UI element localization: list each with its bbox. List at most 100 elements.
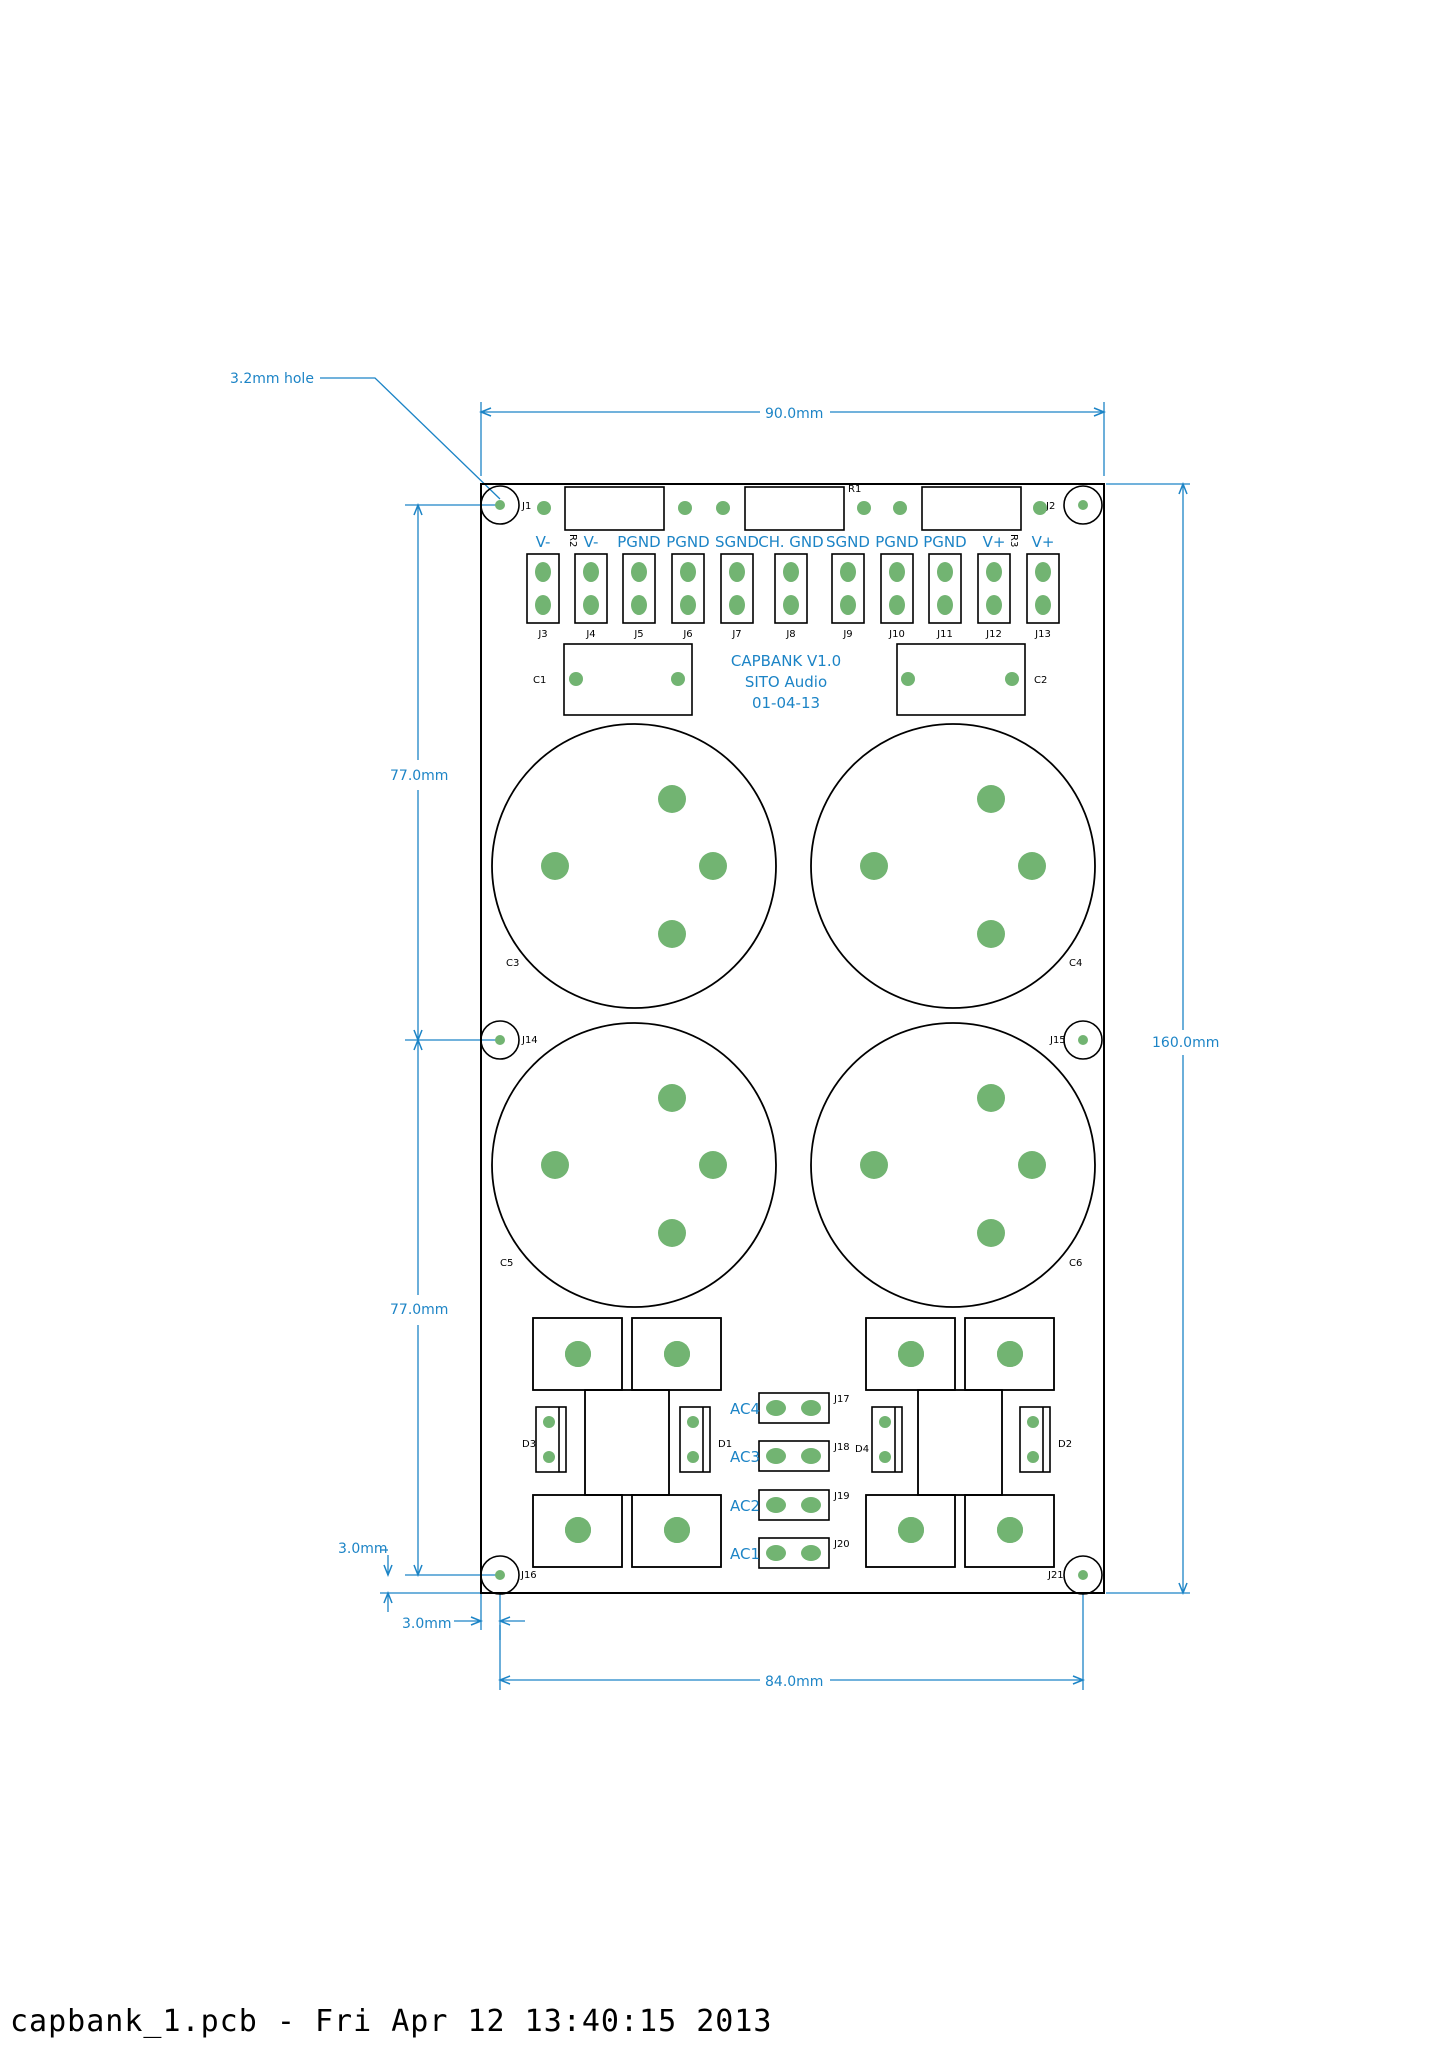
rectifier-right-outer bbox=[865, 1317, 1055, 1568]
ac-ref: J19 bbox=[833, 1491, 850, 1502]
hole-leader bbox=[320, 377, 501, 500]
ref-r2: R2 bbox=[567, 534, 578, 547]
header-label: SGND bbox=[826, 533, 870, 551]
diode bbox=[679, 1406, 711, 1473]
header-ref: J12 bbox=[985, 629, 1002, 640]
ref-j2: J2 bbox=[1045, 501, 1055, 512]
header-j7: SGND J7 bbox=[715, 533, 759, 640]
resistor-pads bbox=[537, 501, 1047, 515]
header-j8: CH. GND J8 bbox=[758, 533, 823, 640]
header-label: V- bbox=[536, 533, 551, 551]
mounting-hole-j1 bbox=[480, 485, 520, 525]
offset-x-label: 3.0mm bbox=[402, 1616, 452, 1632]
capacitor-c5 bbox=[491, 1022, 777, 1308]
ac-label: AC4 bbox=[730, 1400, 760, 1418]
hole-dimension-label: 3.2mm hole bbox=[230, 371, 314, 387]
ac-connector-j17: AC4 J17 bbox=[730, 1392, 850, 1424]
offset-y-label: 3.0mm bbox=[338, 1541, 388, 1557]
mounting-hole-refs: J1 J2 J14 J15 J16 J21 bbox=[520, 501, 1066, 1581]
ref-c5: C5 bbox=[500, 1258, 513, 1269]
board-title-line1: CAPBANK V1.0 bbox=[731, 652, 841, 670]
mounting-hole-j14 bbox=[480, 1020, 520, 1060]
rectifier-right-inner bbox=[865, 1317, 1055, 1568]
ref-c3: C3 bbox=[506, 958, 519, 969]
ac-connector-j20: AC1 J20 bbox=[730, 1537, 850, 1569]
header-ref: J10 bbox=[888, 629, 905, 640]
header-j12: V+J12 bbox=[977, 533, 1011, 640]
ac-label: AC1 bbox=[730, 1545, 760, 1563]
height-dimension-label: 160.0mm bbox=[1152, 1035, 1219, 1051]
hole-spacing-label: 84.0mm bbox=[765, 1674, 823, 1690]
diode bbox=[871, 1406, 903, 1473]
header-label: SGND bbox=[715, 533, 759, 551]
capacitor-c3 bbox=[491, 723, 777, 1009]
resistors bbox=[564, 486, 1022, 531]
rectifier-left-outer bbox=[532, 1317, 722, 1568]
header-label: V+ bbox=[1032, 533, 1055, 551]
header-label: PGND bbox=[617, 533, 660, 551]
electrolytic-refs: C3 C4 C5 C6 bbox=[500, 958, 1082, 1269]
header-label: PGND bbox=[875, 533, 918, 551]
ref-r1: R1 bbox=[848, 484, 861, 495]
electrolytic-capacitors bbox=[491, 723, 1096, 1308]
board-outline bbox=[480, 483, 1105, 1594]
header-label: CH. GND bbox=[758, 533, 823, 551]
capacitor-c2 bbox=[896, 643, 1026, 716]
diode bbox=[535, 1406, 567, 1473]
ac-ref: J17 bbox=[833, 1394, 850, 1405]
diode bbox=[1019, 1406, 1051, 1473]
ref-d4: D4 bbox=[855, 1444, 869, 1455]
header-ref: J13 bbox=[1034, 629, 1051, 640]
mounting-hole-j16 bbox=[480, 1555, 520, 1595]
header-label: PGND bbox=[666, 533, 709, 551]
ac-ref: J20 bbox=[833, 1539, 850, 1550]
resistor-r3 bbox=[921, 486, 1022, 531]
board-title-line2: SITO Audio bbox=[745, 673, 827, 691]
diode-refs: D3 D1 D4 D2 bbox=[522, 1439, 1072, 1455]
ac-label: AC2 bbox=[730, 1497, 760, 1515]
header-j13: V+ J13 bbox=[1026, 533, 1060, 640]
lower-span-label: 77.0mm bbox=[390, 1302, 448, 1318]
ref-d2: D2 bbox=[1058, 1439, 1072, 1450]
rectifier-left-inner bbox=[532, 1317, 722, 1568]
upper-span-label: 77.0mm bbox=[390, 768, 448, 784]
ref-c6: C6 bbox=[1069, 1258, 1082, 1269]
ref-j16: J16 bbox=[520, 1570, 537, 1581]
width-dimension-label: 90.0mm bbox=[765, 406, 823, 422]
ref-d3: D3 bbox=[522, 1439, 536, 1450]
header-ref: J8 bbox=[785, 629, 795, 640]
ac-label: AC3 bbox=[730, 1448, 760, 1466]
capacitor-c6 bbox=[810, 1022, 1096, 1308]
header-ref: J7 bbox=[731, 629, 741, 640]
ref-r3: R3 bbox=[1008, 534, 1019, 547]
title-block-footer: capbank_1.pcb - Fri Apr 12 13:40:15 2013 bbox=[10, 2004, 773, 2039]
ref-j14: J14 bbox=[521, 1035, 538, 1046]
ref-d1: D1 bbox=[718, 1439, 732, 1450]
film-capacitors: C1 C2 bbox=[533, 643, 1047, 716]
header-label: V- bbox=[584, 533, 599, 551]
resistor-r1 bbox=[744, 486, 845, 531]
ac-ref: J18 bbox=[833, 1442, 850, 1453]
header-j10: PGND J10 bbox=[875, 533, 918, 640]
ac-connector-j18: AC3 J18 bbox=[730, 1440, 850, 1472]
header-ref: J4 bbox=[585, 629, 595, 640]
board-title-line3: 01-04-13 bbox=[752, 694, 820, 712]
capacitor-c1 bbox=[563, 643, 693, 716]
rectifier-blocks bbox=[532, 1317, 1055, 1568]
header-ref: J3 bbox=[537, 629, 547, 640]
mounting-hole-j15 bbox=[1063, 1020, 1103, 1060]
dimension-labels: 3.2mm hole 90.0mm 160.0mm 77.0mm 77.0mm … bbox=[230, 371, 1219, 1690]
ref-j15: J15 bbox=[1049, 1035, 1066, 1046]
resistor-r2 bbox=[564, 486, 665, 531]
capacitor-c4 bbox=[810, 723, 1096, 1009]
ref-c1: C1 bbox=[533, 675, 546, 686]
mounting-hole-j2 bbox=[1063, 485, 1103, 525]
ref-c2: C2 bbox=[1034, 675, 1047, 686]
ref-j21: J21 bbox=[1047, 1570, 1064, 1581]
